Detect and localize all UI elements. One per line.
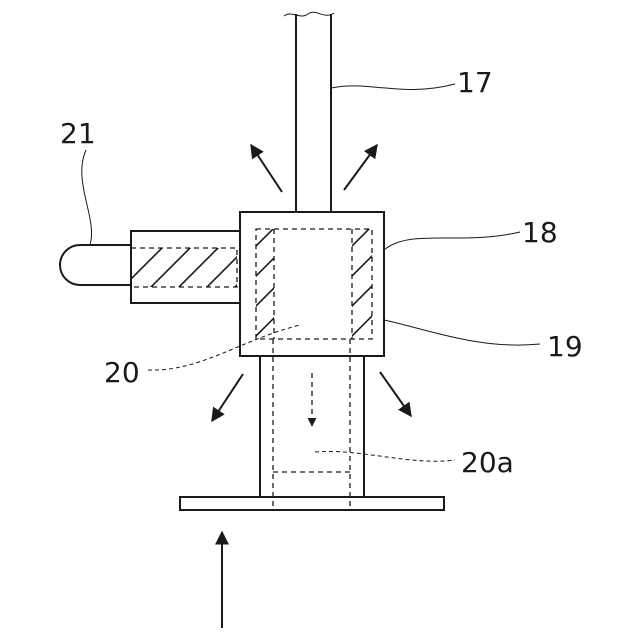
base-flange (180, 497, 444, 510)
leader-19 (384, 320, 540, 345)
leader-21 (82, 150, 92, 245)
leader-18 (384, 232, 520, 250)
lower-tube (260, 339, 364, 508)
label-20: 20 (104, 356, 140, 389)
label-21: 21 (60, 117, 96, 150)
connector-hatch (118, 244, 278, 292)
inner-left-hatch (250, 222, 280, 342)
inner-right-hatch (346, 220, 378, 342)
flow-arrows (212, 145, 411, 628)
label-18: 18 (522, 216, 558, 249)
arrow-lower-left (212, 374, 243, 421)
leader-lines (82, 84, 540, 461)
leader-20a (315, 451, 455, 461)
housing (240, 212, 384, 356)
arrow-lower-right (380, 372, 411, 416)
label-19: 19 (547, 330, 583, 363)
leader-17 (331, 84, 455, 90)
arrow-upper-right (344, 145, 377, 190)
arrow-upper-left (251, 145, 282, 192)
vertical-pipe (284, 12, 334, 212)
inner-body (250, 220, 378, 342)
leader-20 (148, 325, 300, 370)
label-17: 17 (457, 66, 493, 99)
side-connector (60, 231, 278, 303)
label-20a: 20a (461, 446, 514, 479)
